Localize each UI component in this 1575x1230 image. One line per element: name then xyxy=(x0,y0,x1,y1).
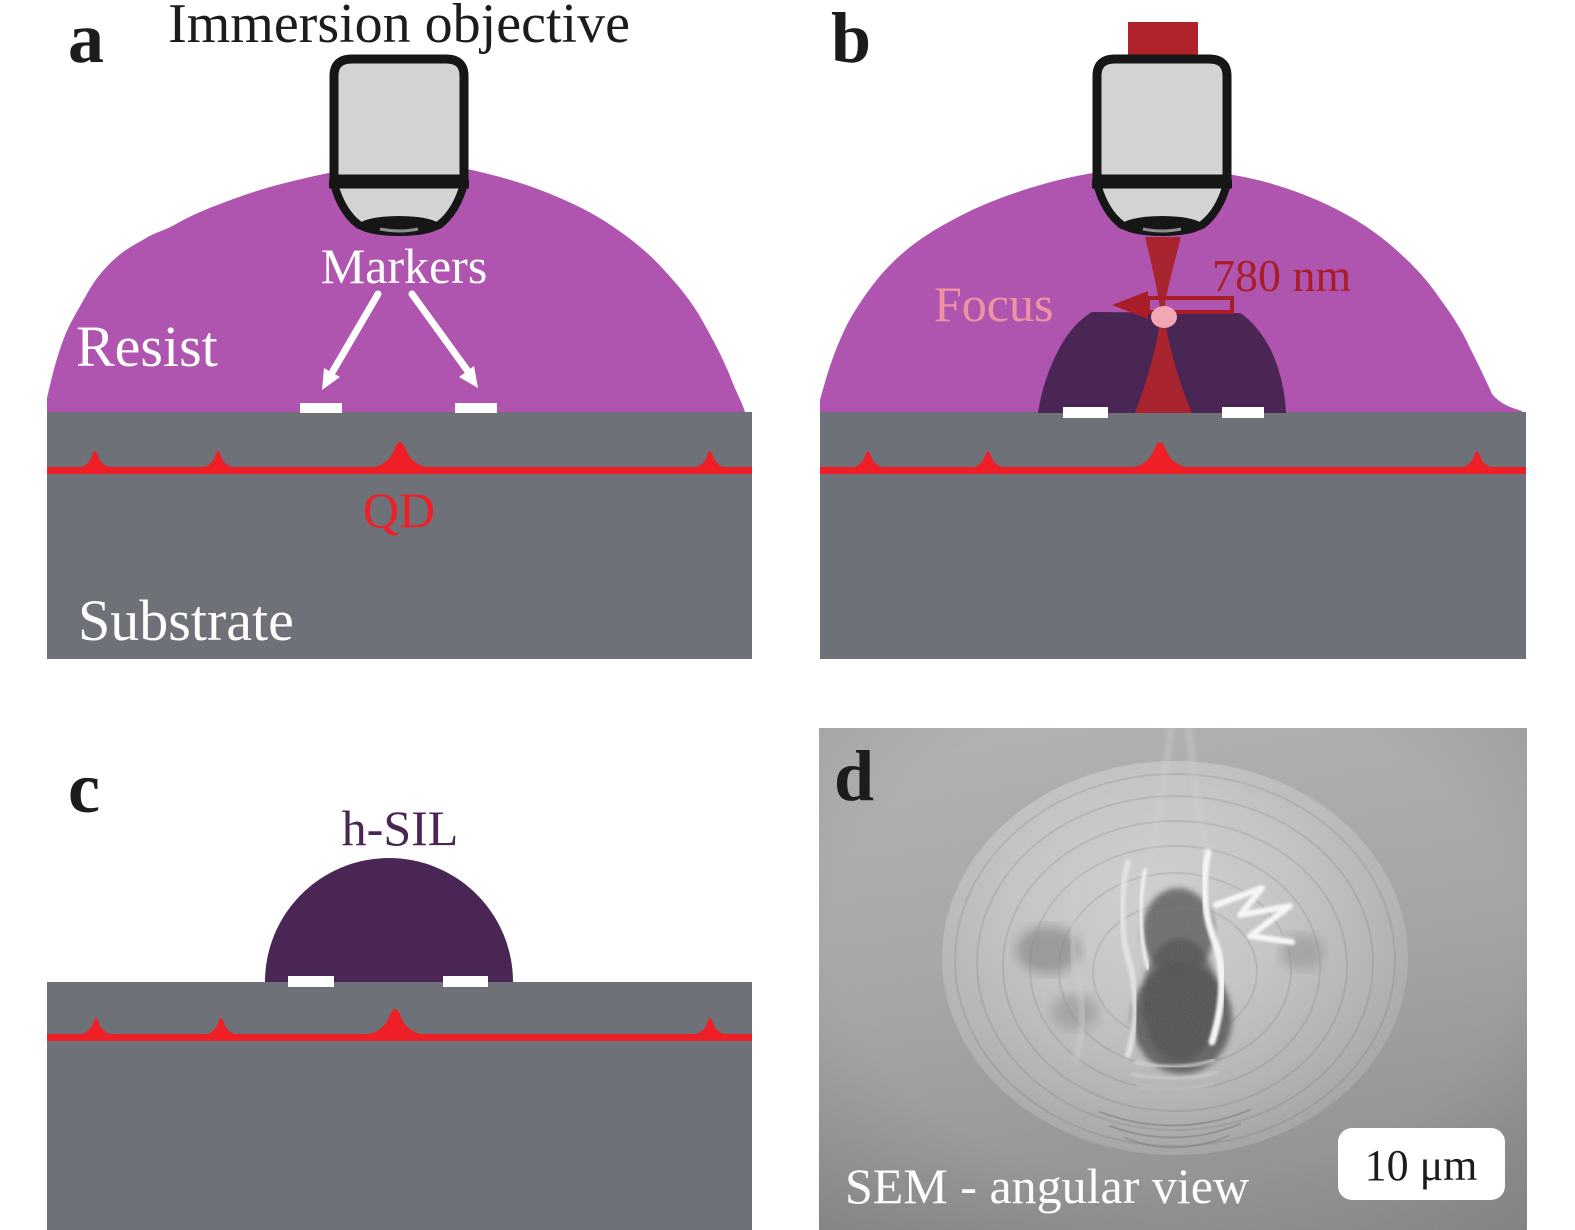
qd-bump xyxy=(78,1018,114,1035)
wavelength-label: 780 nm xyxy=(1212,250,1352,301)
qd-bump xyxy=(692,1018,728,1035)
marker-arrow-right xyxy=(408,290,478,388)
panel-c-label: c xyxy=(68,748,100,828)
panel-b-label: b xyxy=(831,0,871,78)
marker-arrow-left xyxy=(322,290,382,390)
marker-right xyxy=(1222,407,1264,418)
h-sil-shape xyxy=(265,858,513,982)
focus-label: Focus xyxy=(934,276,1053,332)
qd-bump xyxy=(850,451,886,468)
qd-bump xyxy=(203,1018,239,1035)
qd-bump-large xyxy=(1131,442,1189,468)
objective-label: Immersion objective xyxy=(168,0,630,55)
scale-bar: 10 μm xyxy=(1338,1128,1505,1200)
panel-c: c h-SIL xyxy=(47,748,752,1230)
qd-bump-large xyxy=(366,1009,424,1035)
marker-right xyxy=(455,403,497,413)
panel-b: b 780 nm Focus xyxy=(820,0,1526,659)
qd-bump-large xyxy=(371,442,429,468)
qd-bump xyxy=(1459,451,1495,468)
qd-bump xyxy=(970,451,1006,468)
panel-a-label: a xyxy=(68,0,104,78)
qd-layer-line xyxy=(47,1034,752,1041)
qd-layer-line xyxy=(820,467,1526,474)
marker-left xyxy=(288,976,334,987)
qd-bump xyxy=(77,451,113,468)
marker-right xyxy=(443,976,488,987)
immersion-objective-icon xyxy=(1092,59,1232,236)
focus-spot xyxy=(1151,306,1177,328)
scale-bar-label: 10 μm xyxy=(1365,1141,1478,1190)
panel-d-label: d xyxy=(834,736,874,816)
qd-label: QD xyxy=(363,482,435,538)
sem-caption: SEM - angular view xyxy=(845,1158,1249,1214)
immersion-objective-icon xyxy=(329,59,469,236)
h-sil-label: h-SIL xyxy=(342,800,459,856)
resist-shape xyxy=(47,161,745,412)
substrate-label: Substrate xyxy=(78,588,294,653)
qd-layer-line xyxy=(47,467,752,474)
resist-shape xyxy=(820,167,1522,412)
scan-direction-arrow xyxy=(1112,291,1234,319)
qd-bump xyxy=(692,451,728,468)
substrate-shape xyxy=(820,412,1526,659)
markers-label: Markers xyxy=(321,238,488,294)
marker-left xyxy=(1063,407,1108,418)
qd-bump xyxy=(200,451,236,468)
panel-a: a Immersion objective Markers Resist QD … xyxy=(47,0,752,659)
marker-left xyxy=(300,403,342,413)
panel-d: d SEM - angular view 10 μm xyxy=(819,728,1527,1230)
resist-label: Resist xyxy=(76,314,218,379)
